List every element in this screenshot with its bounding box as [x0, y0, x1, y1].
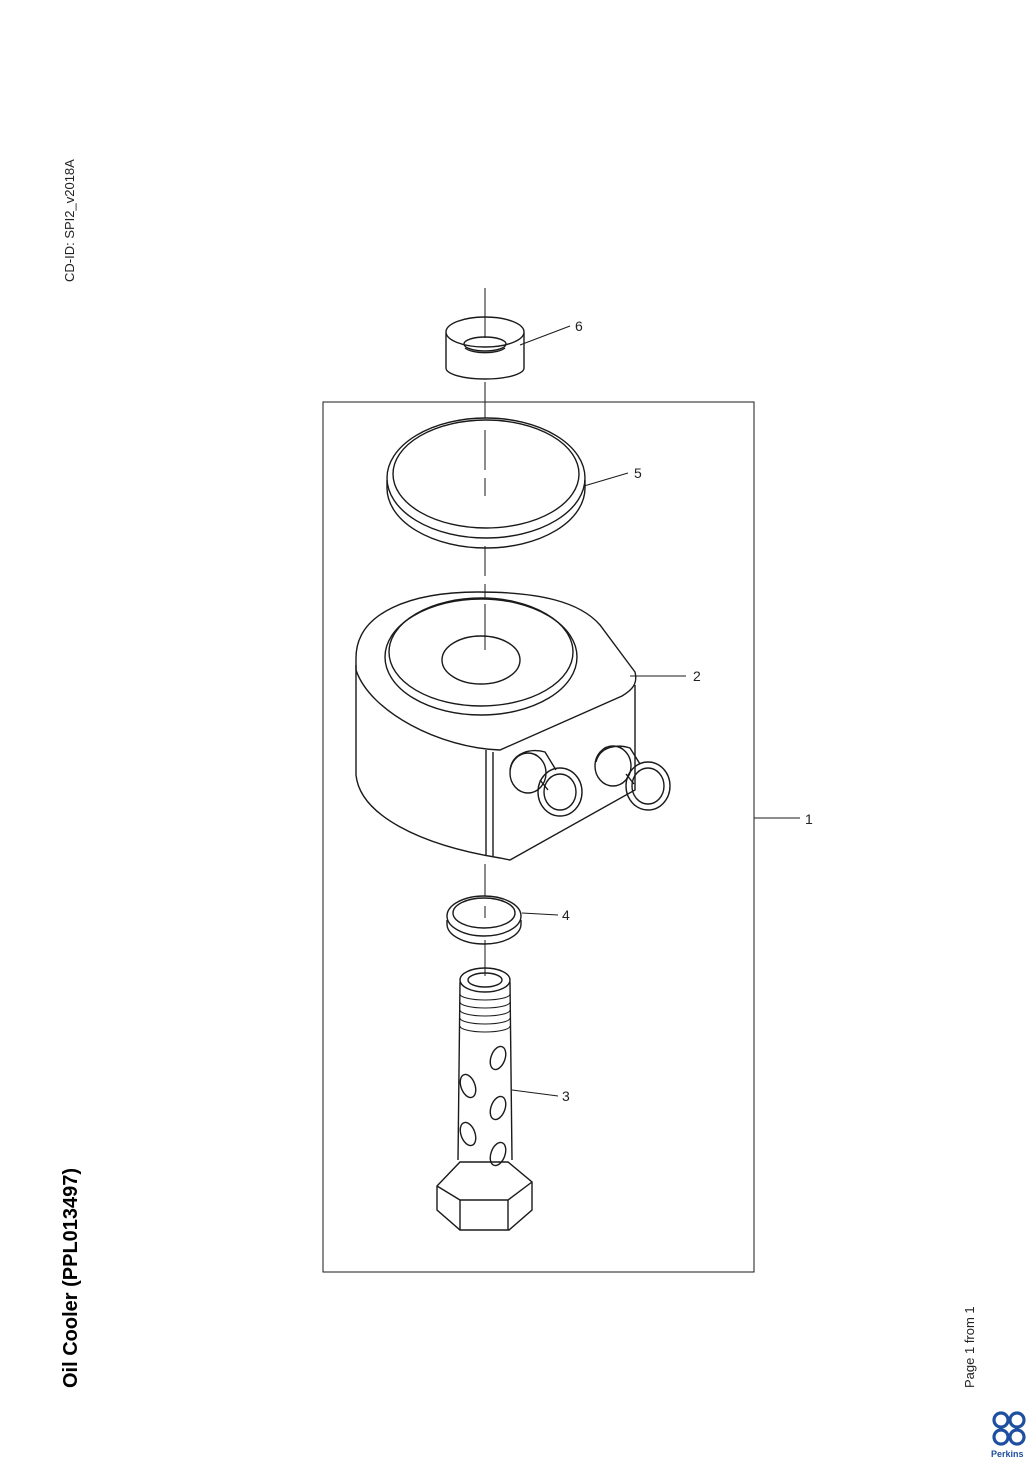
assembly-frame [322, 401, 755, 1273]
spacer-ring [445, 316, 525, 380]
callout-4: 4 [562, 907, 570, 923]
callout-6: 6 [575, 318, 583, 334]
oil-cooler-body [355, 591, 671, 861]
callout-5: 5 [634, 465, 642, 481]
callout-1: 1 [805, 811, 813, 827]
leader-lines [511, 325, 800, 1097]
perkins-logo-icon [992, 1411, 1026, 1446]
small-seal-ring [446, 895, 522, 945]
callout-2: 2 [693, 668, 701, 684]
callout-3: 3 [562, 1088, 570, 1104]
brand-label: Perkins [991, 1449, 1024, 1459]
large-seal-ring [386, 417, 586, 549]
hollow-bolt [436, 967, 533, 1231]
